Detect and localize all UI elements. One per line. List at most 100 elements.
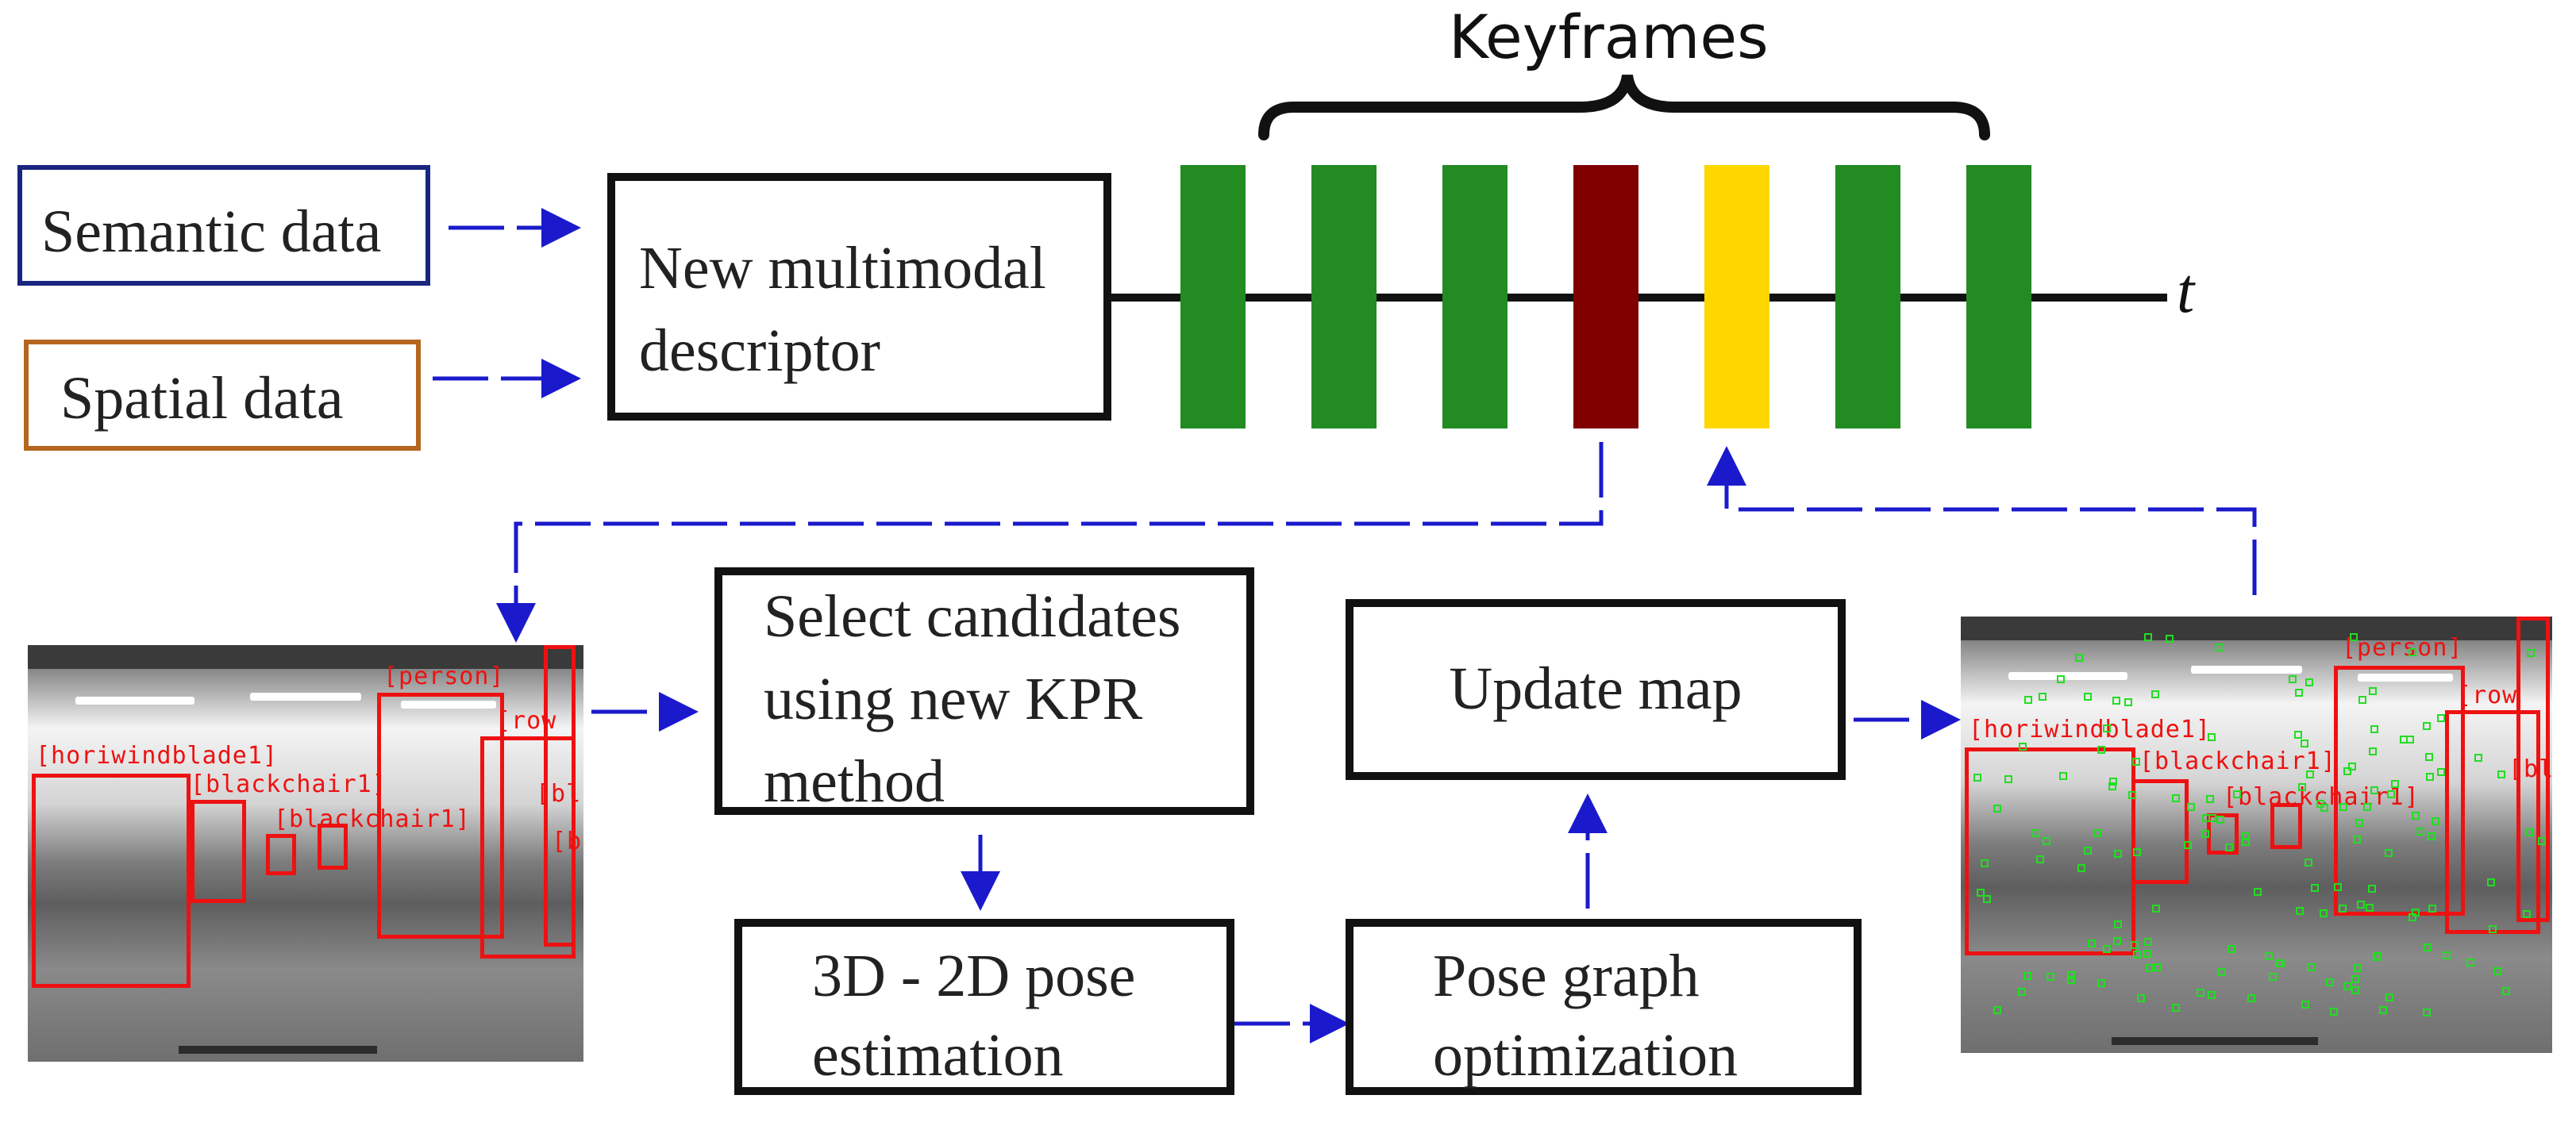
pose-estimation-label: 3D - 2D pose estimation xyxy=(812,943,1136,1089)
keypoint-marker xyxy=(2130,941,2139,949)
keypoint-marker xyxy=(2206,795,2215,803)
ceiling-lamp xyxy=(2008,672,2127,680)
keypoint-marker xyxy=(2004,775,2013,783)
keypoint-marker xyxy=(2466,958,2475,966)
detection-box xyxy=(318,824,348,870)
arrow-right-image-to-keyframe xyxy=(1707,446,2257,595)
keypoint-marker xyxy=(2202,814,2211,823)
keypoint-marker xyxy=(2066,976,2075,985)
keypoint-layer xyxy=(1961,617,2552,1053)
keypoint-marker xyxy=(2057,675,2065,684)
keypoint-marker xyxy=(2128,791,2137,800)
keypoint-marker xyxy=(2294,689,2303,697)
keypoint-marker xyxy=(2233,790,2242,798)
keypoint-marker xyxy=(2306,770,2315,778)
spatial-data-box: Spatial data xyxy=(24,340,421,451)
keypoint-marker xyxy=(2305,678,2314,687)
left-detection-image: [horiwindblade1] [blackchair1] [blackcha… xyxy=(28,645,583,1062)
floor-shadow xyxy=(2112,1037,2318,1045)
keypoint-marker xyxy=(2084,846,2093,855)
keypoint-marker xyxy=(2197,989,2205,997)
keypoint-marker xyxy=(2366,904,2374,913)
keypoint-marker xyxy=(1983,894,1992,903)
keypoint-marker xyxy=(1993,804,2001,813)
right-detection-image: [horiwindblade1] [blackchair1] [blackcha… xyxy=(1961,617,2552,1053)
keyframe-bar xyxy=(1966,165,2031,428)
keypoint-marker xyxy=(2338,905,2347,913)
detection-label: [person] xyxy=(2342,634,2463,662)
keypoint-marker xyxy=(2113,920,2122,929)
semantic-data-label: Semantic data xyxy=(41,198,382,265)
keypoint-marker xyxy=(2405,736,2414,744)
keypoint-marker xyxy=(2422,1008,2431,1016)
keypoint-marker xyxy=(2097,745,2106,754)
keypoint-marker xyxy=(2431,817,2439,825)
keypoint-marker xyxy=(2294,730,2303,739)
keypoint-marker xyxy=(2320,804,2328,813)
keypoint-marker xyxy=(2144,632,2153,641)
keypoint-marker xyxy=(2334,883,2343,892)
keypoint-marker xyxy=(2102,724,2111,732)
detection-box xyxy=(2516,617,2550,922)
keypoint-marker xyxy=(2269,972,2278,981)
keypoint-marker xyxy=(2075,654,2084,663)
keypoint-marker xyxy=(2253,888,2262,897)
keypoint-marker xyxy=(2038,693,2047,701)
keypoint-marker xyxy=(2108,777,2117,786)
keypoint-marker xyxy=(2018,988,2027,997)
keypoint-marker xyxy=(2386,790,2395,799)
keypoint-marker xyxy=(2300,739,2308,747)
keypoint-marker xyxy=(2343,982,2352,991)
detection-box xyxy=(32,774,191,988)
detection-label: [blackchair1] xyxy=(274,805,471,833)
keypoint-marker xyxy=(2046,972,2054,981)
keypoint-marker xyxy=(2265,952,2274,961)
keypoint-marker xyxy=(2384,848,2393,857)
detection-label: [person] xyxy=(383,663,505,690)
floor-shadow xyxy=(179,1046,377,1054)
keypoint-marker xyxy=(2144,937,2153,946)
keypoint-marker xyxy=(2424,943,2432,951)
keypoint-marker xyxy=(2166,634,2174,643)
detection-label: [blackchair1] xyxy=(2139,747,2336,775)
keypoint-marker xyxy=(2408,647,2416,656)
keypoint-marker xyxy=(2422,722,2431,731)
keyframe-bar xyxy=(1573,165,1638,428)
keypoint-marker xyxy=(2306,963,2315,972)
keypoint-marker xyxy=(2184,841,2193,850)
keypoint-marker xyxy=(2298,782,2307,791)
keypoint-marker xyxy=(2208,991,2216,1000)
keypoint-marker xyxy=(2385,993,2394,1002)
descriptor-label: New multimodal descriptor xyxy=(639,235,1046,384)
keypoint-marker xyxy=(2437,713,2446,722)
keypoint-marker xyxy=(2374,952,2382,961)
keypoint-marker xyxy=(2358,695,2367,704)
keypoint-marker xyxy=(2043,837,2051,846)
keypoint-marker xyxy=(2304,858,2312,866)
detection-label: [horiwindblade1] xyxy=(1969,716,2211,744)
keypoint-marker xyxy=(2378,1006,2387,1015)
keypoint-marker xyxy=(2242,837,2251,846)
keypoint-marker xyxy=(2225,843,2234,852)
keypoint-marker xyxy=(2474,753,2483,762)
detection-label: [b xyxy=(552,828,583,855)
detection-box xyxy=(2334,666,2465,916)
spatial-data-label: Spatial data xyxy=(60,365,344,432)
keypoint-marker xyxy=(2355,819,2363,827)
keypoint-marker xyxy=(2023,972,2031,981)
keypoint-marker xyxy=(2347,762,2356,770)
ceiling-lamp xyxy=(401,701,496,709)
keypoint-marker xyxy=(2143,950,2151,959)
keypoint-marker xyxy=(2353,964,2362,973)
keypoint-marker xyxy=(2350,632,2358,641)
detection-label: [row xyxy=(2457,682,2518,709)
detection-box xyxy=(2270,803,2302,849)
keyframe-bar xyxy=(1704,165,1769,428)
keypoint-marker xyxy=(1977,889,1985,897)
keypoint-marker xyxy=(2132,757,2141,766)
keypoint-marker xyxy=(2151,690,2159,698)
keypoint-marker xyxy=(2301,1001,2309,1009)
detection-box xyxy=(377,693,504,939)
detection-label: [horiwindblade1] xyxy=(36,742,278,770)
